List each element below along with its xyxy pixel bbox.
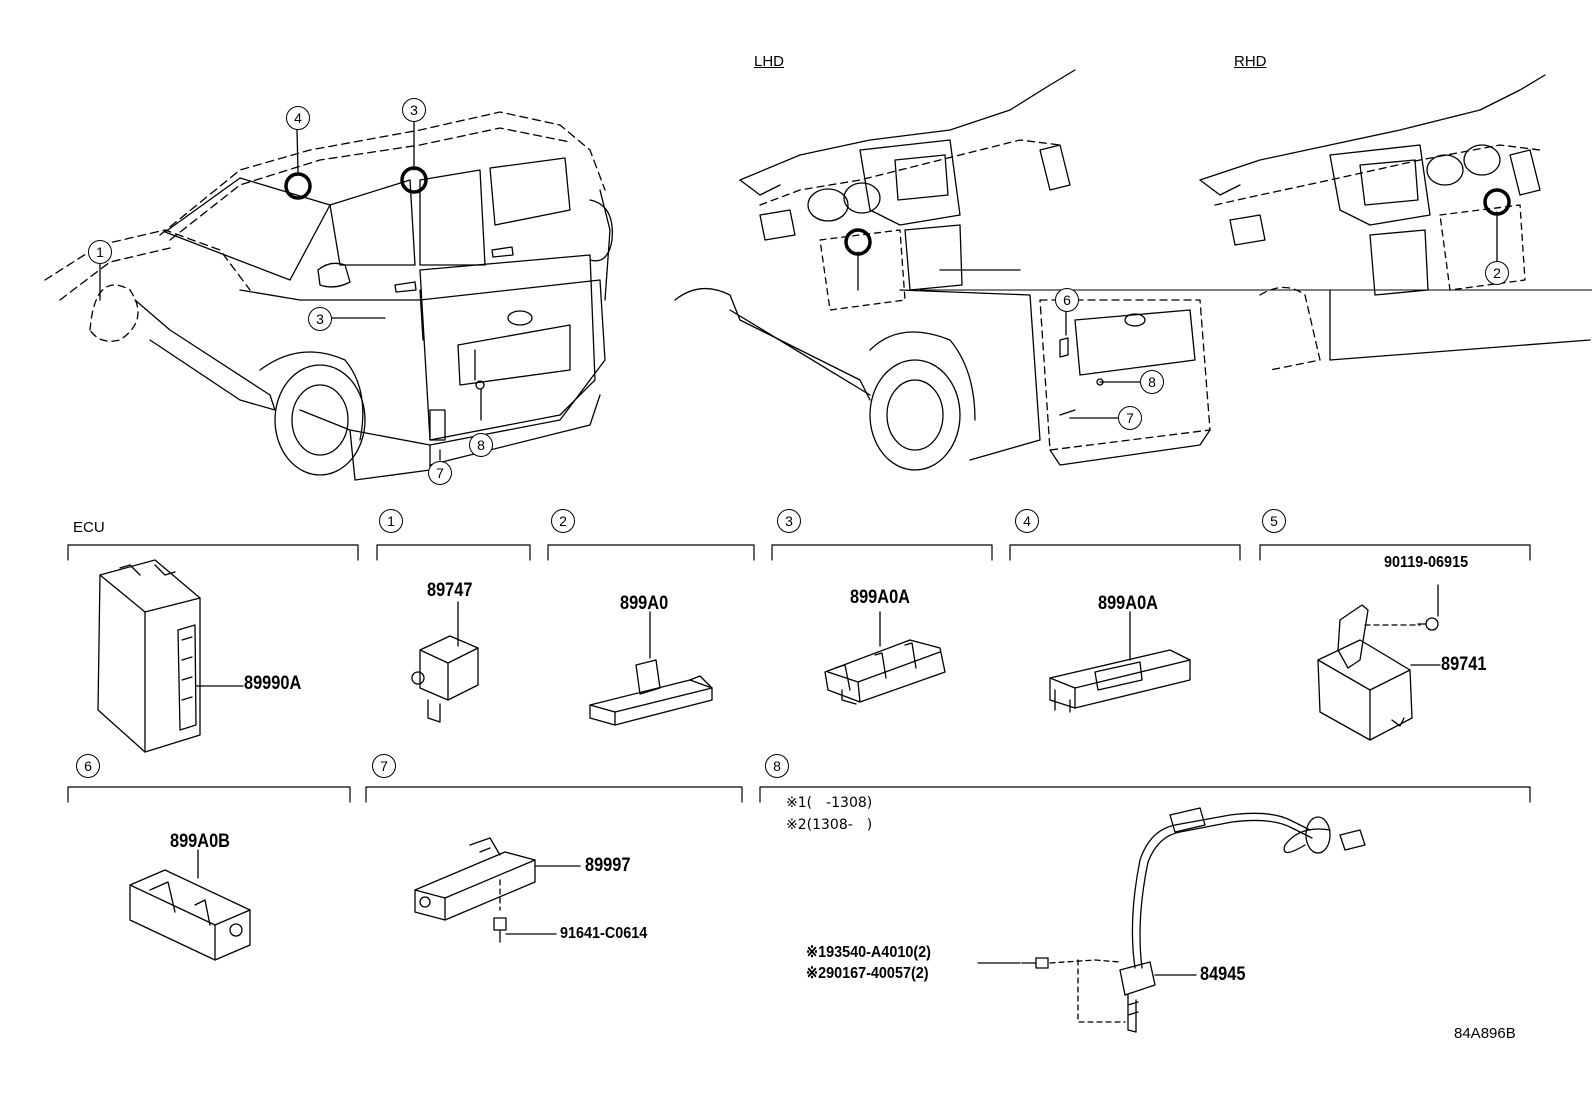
part-number-8: 84945 [1200, 964, 1246, 985]
callout-7-lhd: 7 [1118, 406, 1142, 430]
part-89741-drawing [1317, 584, 1441, 741]
part-899A0-drawing [589, 611, 713, 726]
callout-6: 6 [1055, 288, 1079, 312]
part-89997-drawing [414, 837, 581, 943]
vehicle-rear-view [44, 111, 613, 481]
part-number-4: 899A0A [1098, 593, 1158, 614]
header-lhd: LHD [754, 53, 785, 70]
part-number-7: 89997 [585, 855, 631, 876]
part-number-5: 89741 [1441, 654, 1487, 675]
note-2: ※2(1308- ) [786, 817, 873, 833]
part-number-7-bolt: 91641-C0614 [560, 925, 648, 942]
sensor-location-4 [284, 172, 312, 200]
figure-id: 84A896B [1454, 1025, 1516, 1042]
part-number-2: 899A0 [620, 593, 669, 614]
callout-4: 4 [286, 106, 310, 130]
section-brackets [67, 544, 1531, 803]
part-number-6: 899A0B [170, 831, 230, 852]
part-number-1: 89747 [427, 580, 473, 601]
sensor-location-2-lhd [844, 228, 872, 256]
section-ecu-label: ECU [73, 519, 105, 536]
callout-8-vehicle: 8 [469, 433, 493, 457]
section-7-marker: 7 [372, 754, 396, 778]
part-899A0A-drawing-b [1049, 611, 1191, 713]
section-8-marker: 8 [765, 754, 789, 778]
header-rhd: RHD [1234, 53, 1267, 70]
part-899A0A-drawing-a [824, 611, 946, 705]
rhd-interior-view [1199, 74, 1591, 371]
section-5-marker: 5 [1262, 509, 1286, 533]
part-number-ecu: 89990A [244, 673, 302, 694]
part-89747-drawing [411, 601, 479, 723]
section-2-marker: 2 [551, 509, 575, 533]
sensor-location-2-rhd [1483, 188, 1511, 216]
section-1-marker: 1 [379, 509, 403, 533]
part-899A0B-drawing [129, 849, 251, 961]
section-3-marker: 3 [777, 509, 801, 533]
note-1: ※1( -1308) [786, 795, 873, 811]
callout-3-side: 3 [308, 307, 332, 331]
section-4-marker: 4 [1015, 509, 1039, 533]
section-6-marker: 6 [76, 754, 100, 778]
callout-8-lhd: 8 [1140, 370, 1164, 394]
callout-3-top: 3 [402, 98, 426, 122]
part-number-8-bolt-2: ※290167-40057(2) [806, 965, 929, 982]
part-number-3: 899A0A [850, 587, 910, 608]
part-number-8-bolt-1: ※193540-A4010(2) [806, 944, 931, 961]
lhd-interior-view [674, 69, 1592, 471]
ecu-module-drawing [97, 559, 244, 753]
part-number-5-bolt: 90119-06915 [1384, 554, 1469, 571]
part-84945-drawing [977, 807, 1366, 1033]
callout-1: 1 [88, 240, 112, 264]
sensor-location-3 [400, 166, 428, 194]
callout-7-vehicle: 7 [428, 461, 452, 485]
callout-2-rhd: 2 [1485, 261, 1509, 285]
